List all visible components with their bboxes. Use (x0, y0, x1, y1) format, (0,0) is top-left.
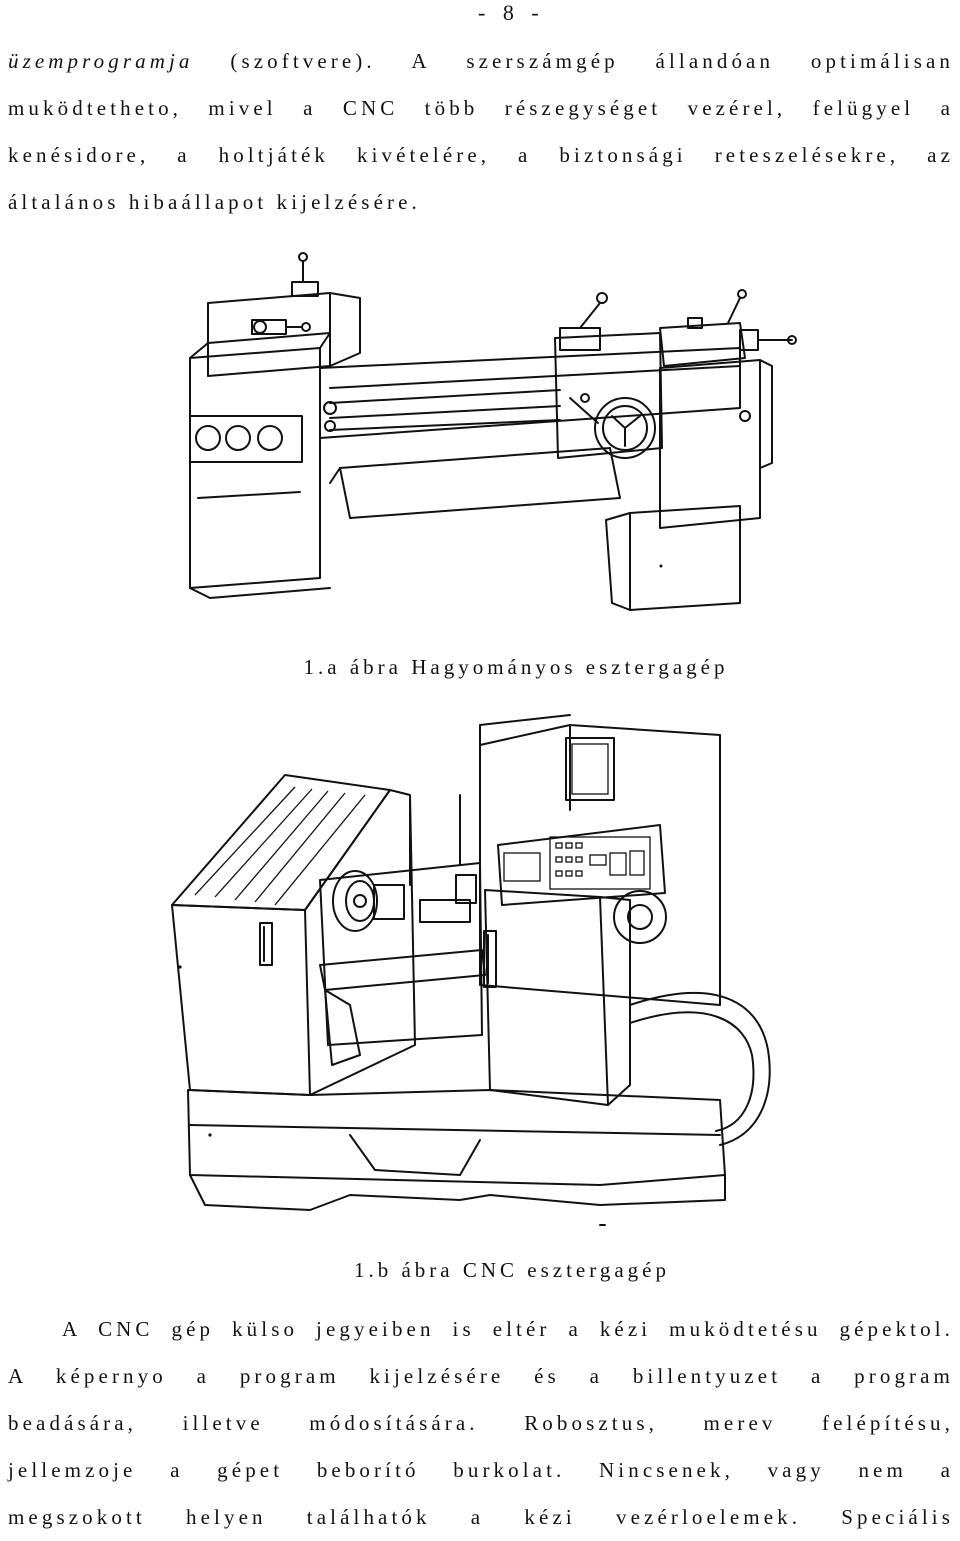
conventional-lathe-illustration (189, 252, 797, 611)
page-number: - 8 - (478, 0, 545, 25)
paragraph-line: megszokott helyen találhatók a kézi vezé… (8, 1505, 954, 1529)
italic-term: üzemprogramja (8, 49, 194, 73)
body-paragraph: A CNC gép külso jegyeiben is eltér a kéz… (8, 1306, 954, 1541)
paragraph-line: általános hibaállapot kijelzésére. (8, 190, 421, 214)
paragraph-line: jellemzoje a gépet beborító burkolat. Ni… (8, 1458, 954, 1482)
paragraph-line: üzemprogramja (szoftvere). A szerszámgép… (8, 38, 954, 85)
paragraph-line: kenésidore, a holtjáték kivételére, a bi… (8, 143, 954, 167)
paragraph-text: (szoftvere). A szerszámgép állandóan opt… (193, 49, 954, 73)
paragraph-line: beadására, illetve módosítására. Roboszt… (8, 1411, 954, 1435)
paragraph-line: muködtetheto, mivel a CNC több részegysé… (8, 96, 954, 120)
intro-paragraph: üzemprogramja (szoftvere). A szerszámgép… (8, 38, 954, 226)
paragraph-line: A CNC gép külso jegyeiben is eltér a kéz… (62, 1317, 954, 1341)
paragraph-line: A képernyo a program kijelzésére és a bi… (8, 1364, 954, 1388)
figure-caption-1a: 1.a ábra Hagyományos esztergagép (303, 655, 729, 679)
cnc-lathe-illustration (171, 714, 771, 1226)
figure-caption-1b: 1.b ábra CNC esztergagép (353, 1258, 671, 1282)
